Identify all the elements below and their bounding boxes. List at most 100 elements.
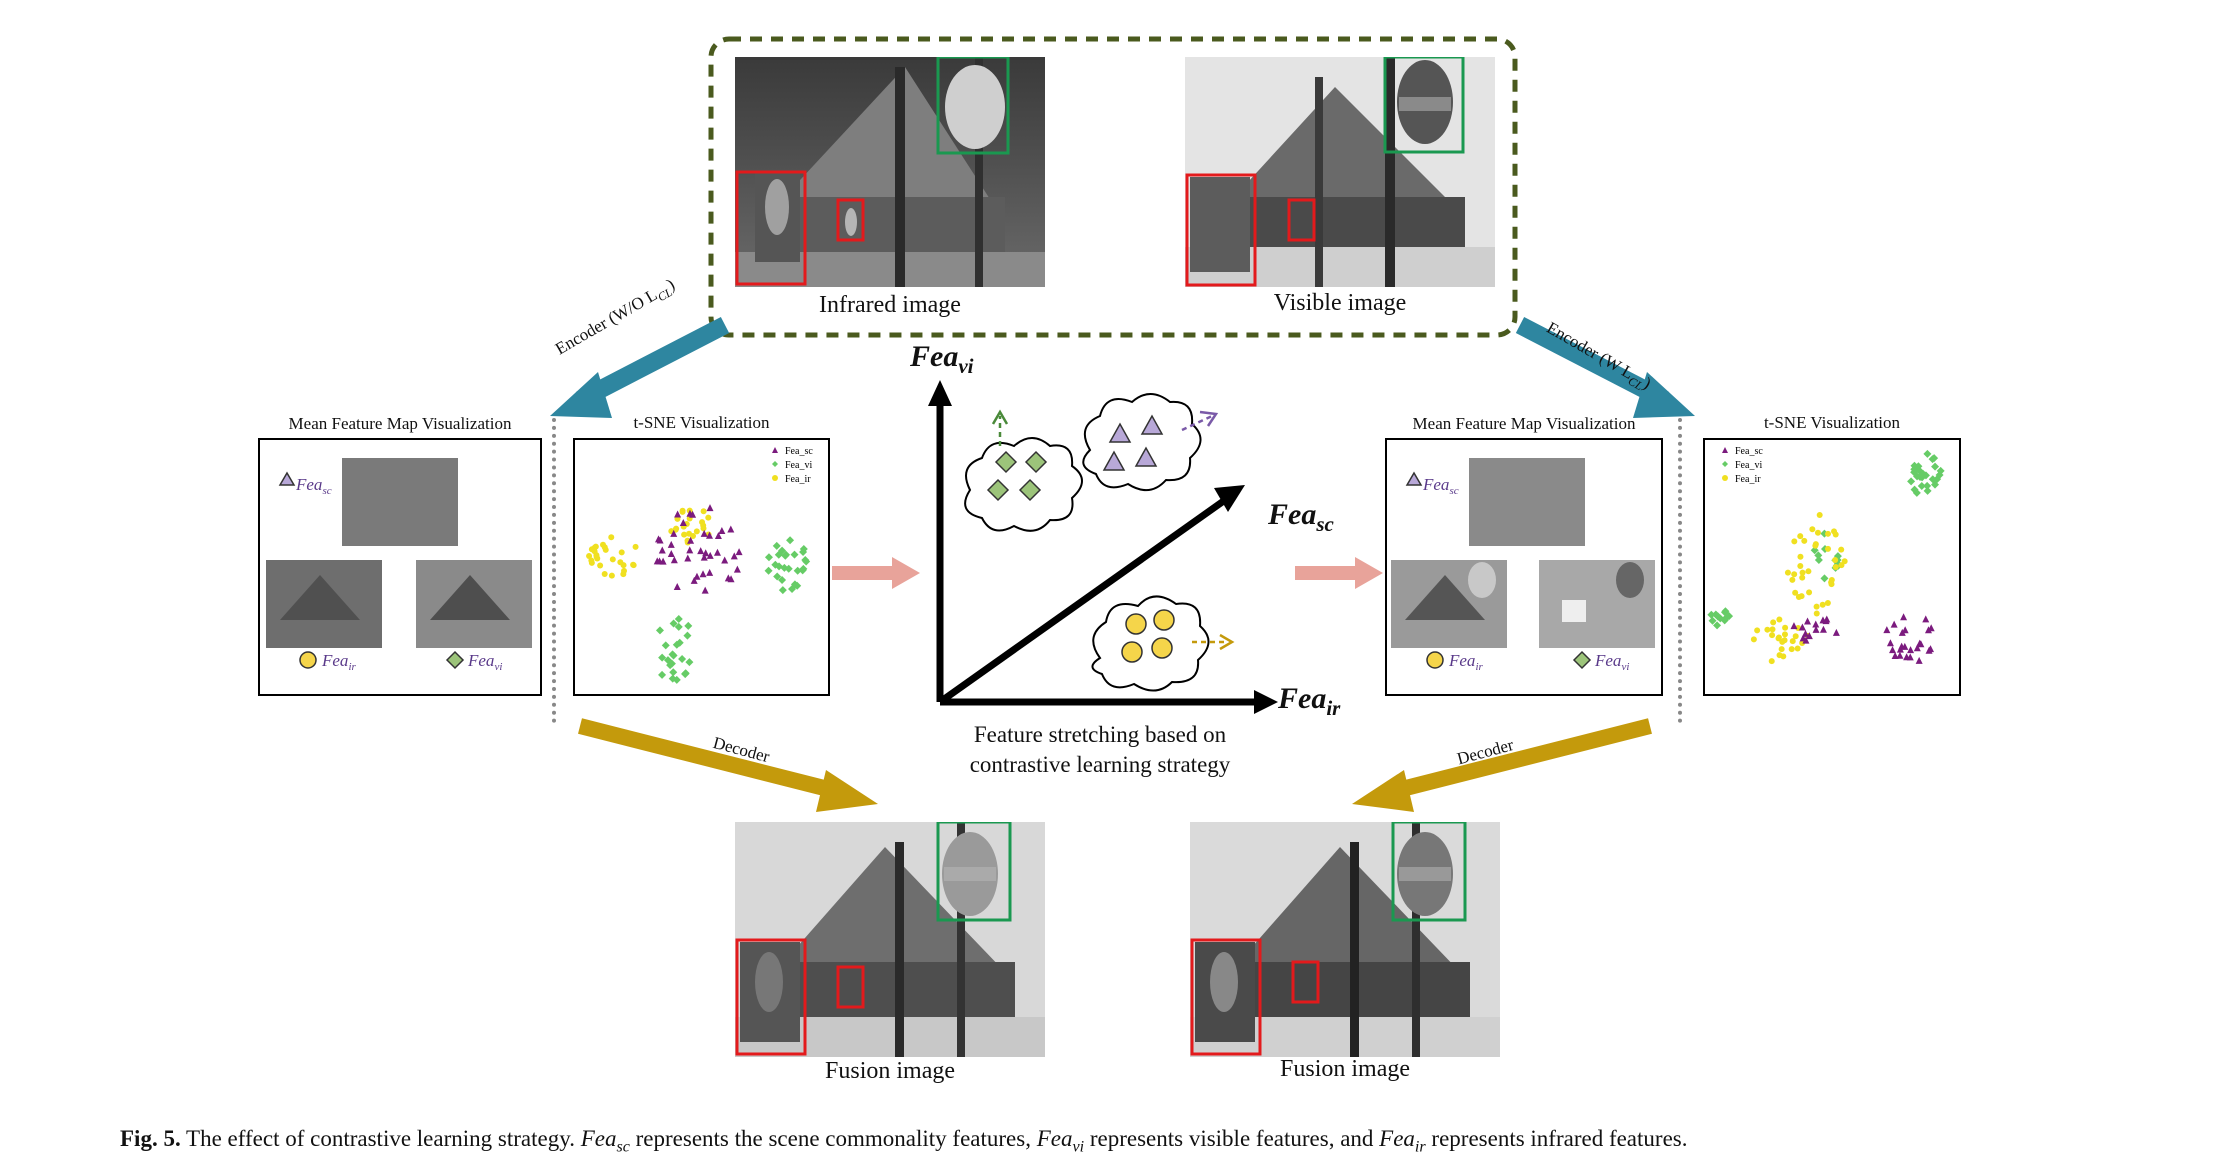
tsne-point-ir: [1769, 632, 1776, 639]
tsne-point-sc: [714, 531, 722, 539]
infrared-image: [735, 57, 1045, 287]
tsne-point-sc: [673, 582, 681, 590]
tsne-point-ir: [1776, 652, 1783, 659]
tsne-point-sc: [655, 535, 663, 543]
tsne-point-ir: [1791, 571, 1798, 578]
tsne-point-ir: [1816, 512, 1823, 519]
infrared-image-label: Infrared image: [819, 292, 961, 318]
fusion-image-left: [735, 822, 1045, 1057]
tsne-point-sc: [658, 546, 666, 554]
tsne-point-ir: [673, 525, 680, 532]
tsne-point-vi: [1820, 574, 1829, 583]
tsne-point-ir: [679, 507, 686, 514]
tsne-point-vi: [669, 668, 678, 677]
tsne-point-ir: [1789, 576, 1796, 583]
tsne-point-ir: [693, 528, 700, 535]
tsne-point-ir: [1791, 538, 1798, 545]
tsne-point-vi: [672, 640, 681, 649]
tsne-point-vi: [1814, 555, 1823, 564]
tsne-point-ir: [1789, 638, 1796, 645]
tsne-point-sc: [1883, 626, 1891, 634]
tsne-point-sc: [1916, 639, 1924, 647]
tsne-point-sc: [667, 549, 675, 557]
left-mean-title: Mean Feature Map Visualization: [288, 414, 512, 433]
tsne-point-ir: [1770, 619, 1777, 626]
left-mean-feature-panel: Feasc Feair Feavi: [258, 438, 542, 696]
tsne-point-sc: [1922, 615, 1930, 623]
tsne-point-ir: [1813, 610, 1820, 617]
tsne-legend-marker-vi: [772, 461, 778, 467]
tsne-point-sc: [1819, 625, 1827, 633]
right-tsne-title: t-SNE Visualization: [1763, 413, 1901, 432]
tsne-point-vi: [1713, 621, 1722, 630]
tsne-point-sc: [653, 557, 661, 565]
decoder-right-arrow: [1352, 718, 1652, 812]
right-mean-title: Mean Feature Map Visualization: [1412, 414, 1636, 433]
tsne-point-sc: [706, 504, 714, 512]
svg-text:Feasc: Feasc: [295, 475, 332, 497]
svg-text:Feair: Feair: [321, 651, 356, 673]
tsne-point-ir: [1832, 531, 1839, 538]
tsne-point-vi: [667, 659, 676, 668]
tsne-point-sc: [670, 556, 678, 564]
tsne-point-ir: [1754, 627, 1761, 634]
tsne-point-vi: [1810, 546, 1819, 555]
tsne-point-vi: [788, 584, 797, 593]
visible-image: [1185, 57, 1495, 287]
tsne-point-vi: [778, 586, 787, 595]
tsne-point-ir: [700, 508, 707, 515]
axis-label-ir: Feair: [1278, 682, 1341, 720]
tsne-point-ir: [1824, 600, 1831, 607]
tsne-point-ir: [608, 572, 615, 579]
tsne-point-sc: [1896, 651, 1904, 659]
tsne-point-ir: [1819, 601, 1826, 608]
tsne-point-vi: [799, 547, 808, 556]
tsne-point-ir: [1814, 529, 1821, 536]
tsne-point-sc: [735, 548, 743, 556]
tsne-point-vi: [668, 674, 677, 683]
tsne-point-vi: [790, 550, 799, 559]
tsne-point-ir: [1798, 593, 1805, 600]
tsne-point-vi: [1708, 616, 1717, 625]
tsne-point-vi: [1721, 614, 1730, 623]
tsne-point-vi: [1707, 610, 1716, 619]
tsne-point-sc: [684, 554, 692, 562]
tsne-point-ir: [1797, 533, 1804, 540]
tsne-point-vi: [784, 564, 793, 573]
tsne-point-vi: [678, 654, 687, 663]
tsne-point-sc: [727, 575, 735, 583]
tsne-point-vi: [658, 670, 667, 679]
input-images-frame: [708, 36, 1518, 338]
figure-caption: Fig. 5. The effect of contrastive learni…: [120, 1126, 1688, 1156]
tsne-point-vi: [772, 541, 781, 550]
tsne-point-vi: [793, 566, 802, 575]
tsne-point-ir: [1813, 603, 1820, 610]
tsne-point-sc: [1822, 617, 1830, 625]
tsne-point-sc: [1799, 634, 1807, 642]
tsne-point-ir: [681, 531, 688, 538]
tsne-point-ir: [1832, 557, 1839, 564]
tsne-point-sc: [659, 557, 667, 565]
tsne-point-vi: [1928, 455, 1937, 464]
tsne-point-ir: [1792, 633, 1799, 640]
tsne-point-vi: [1814, 551, 1823, 560]
tsne-point-ir: [593, 553, 600, 560]
tsne-legend-label-ir: Fea_ir: [785, 474, 811, 485]
tsne-point-sc: [706, 568, 714, 576]
tsne-point-ir: [1784, 569, 1791, 576]
tsne-point-vi: [681, 669, 690, 678]
tsne-point-sc: [1915, 656, 1923, 664]
tsne-point-ir: [1799, 574, 1806, 581]
tsne-point-sc: [1913, 644, 1921, 652]
tsne-point-sc: [727, 525, 735, 533]
tsne-point-sc: [1805, 632, 1813, 640]
tsne-point-ir: [1841, 558, 1848, 565]
tsne-point-sc: [1906, 653, 1914, 661]
tsne-point-sc: [713, 548, 721, 556]
tsne-point-vi: [1917, 471, 1926, 480]
tsne-legend-label-vi: Fea_vi: [1735, 460, 1762, 471]
tsne-point-vi: [778, 576, 787, 585]
tsne-point-vi: [793, 581, 802, 590]
tsne-point-ir: [1782, 624, 1789, 631]
